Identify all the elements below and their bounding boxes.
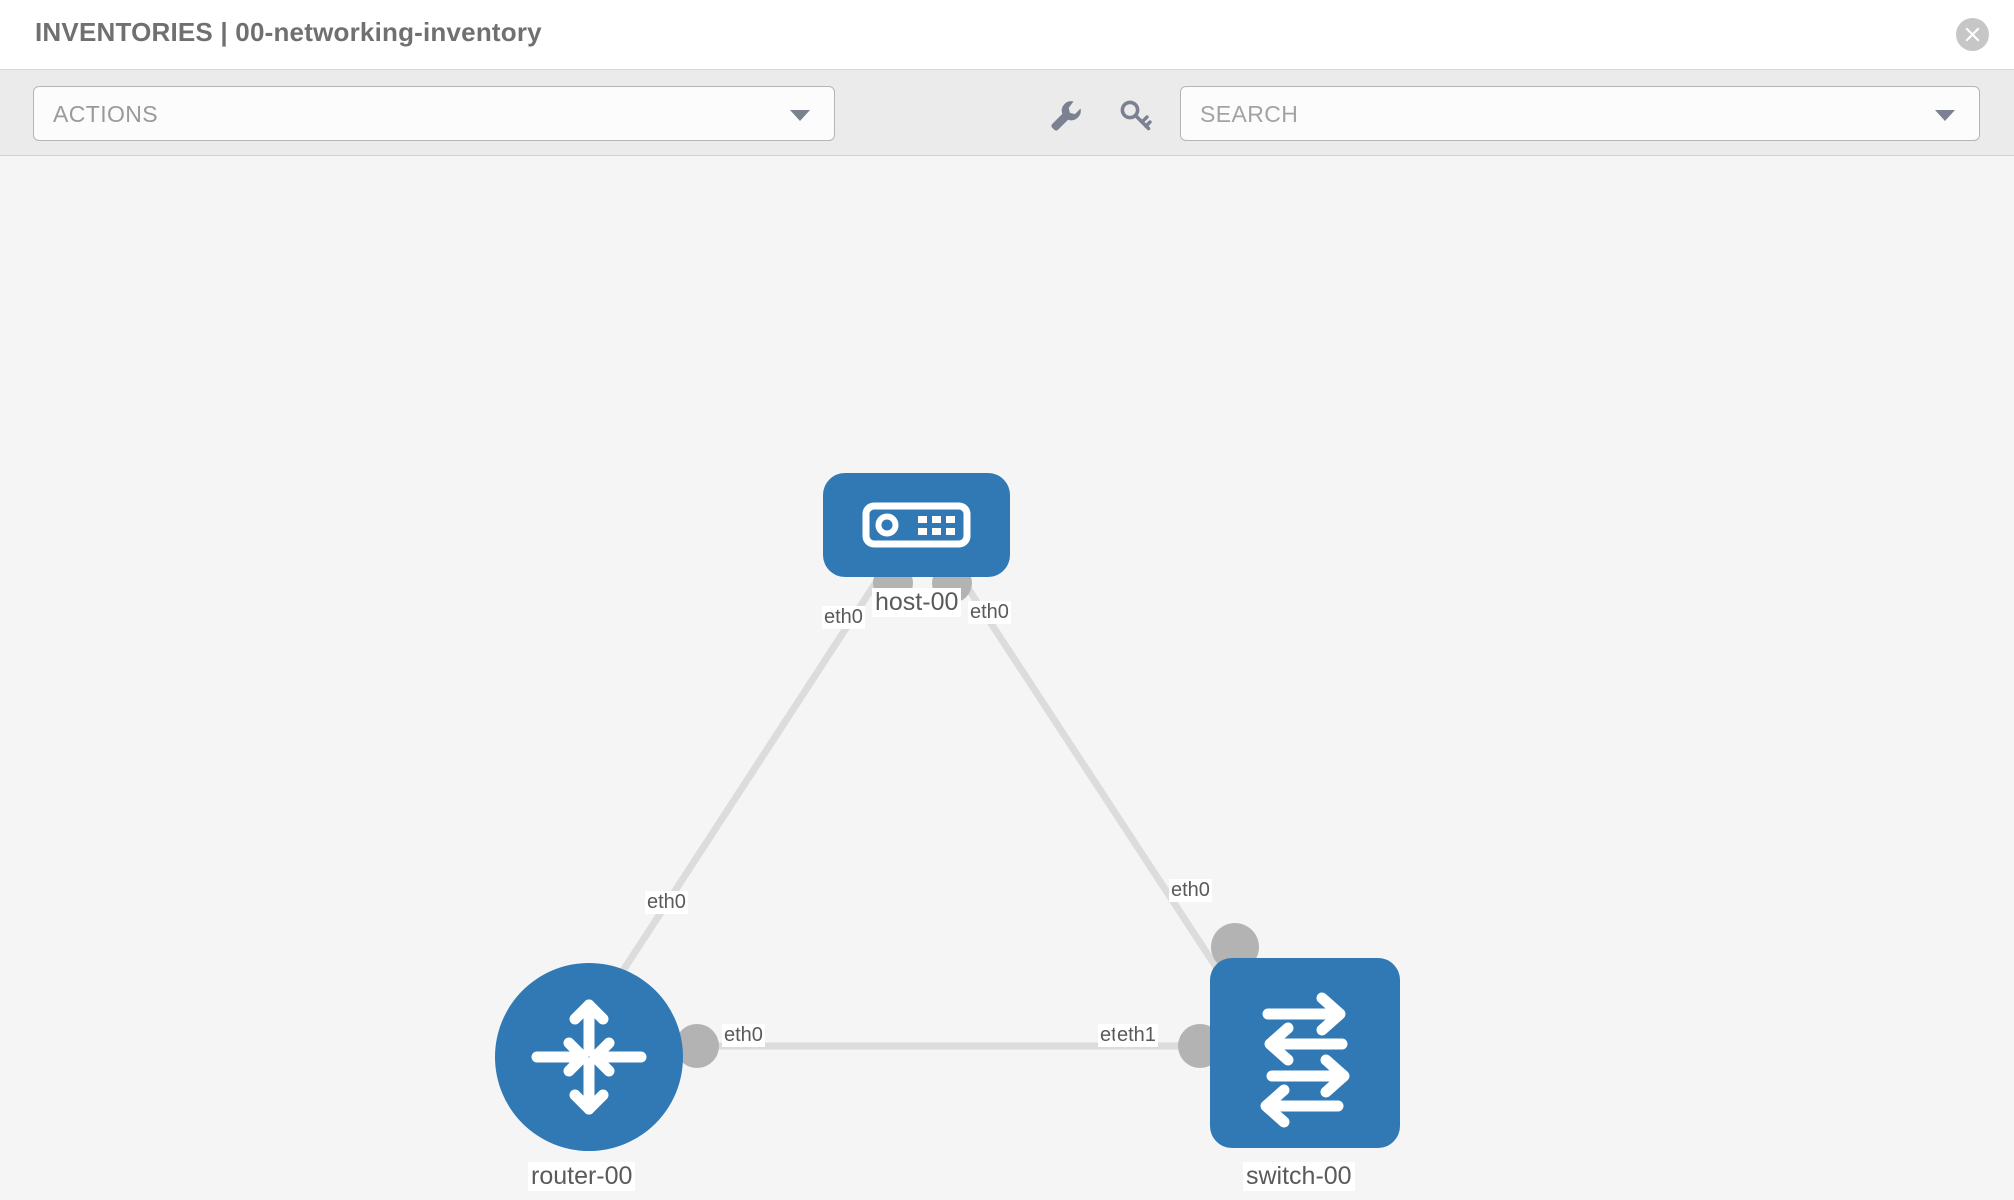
chevron-down-icon[interactable] (1935, 109, 1955, 121)
page-title: INVENTORIES | 00-networking-inventory (35, 17, 542, 47)
server-icon (862, 502, 971, 548)
search-placeholder: SEARCH (1200, 101, 1299, 127)
switch-node-shape[interactable] (1210, 958, 1400, 1148)
node-label-switch-00: switch-00 (1243, 1162, 1355, 1191)
node-label-router-00: router-00 (528, 1162, 636, 1191)
edge-host-switch[interactable] (957, 574, 1238, 998)
node-host-00[interactable] (823, 473, 1010, 577)
wrench-icon[interactable] (1046, 96, 1084, 134)
actions-dropdown-label: ACTIONS (53, 101, 159, 127)
host-node-shape[interactable] (823, 473, 1010, 577)
node-switch-00[interactable] (1210, 958, 1400, 1148)
key-icon[interactable] (1117, 96, 1155, 134)
interface-label-host-left: eth0 (822, 606, 865, 629)
interface-label-router-right: eth0 (722, 1024, 765, 1047)
topology-canvas[interactable]: host-00 router (0, 156, 2014, 1200)
search-input[interactable]: SEARCH (1180, 86, 1980, 141)
edge-host-router[interactable] (597, 574, 883, 1008)
actions-dropdown[interactable]: ACTIONS (33, 86, 835, 141)
node-label-host-00: host-00 (872, 588, 962, 617)
topology-edges (597, 563, 1259, 1068)
interface-label-switch-left-b: eth1 (1115, 1024, 1158, 1047)
node-router-00[interactable] (495, 963, 683, 1151)
interface-label-router-up: eth0 (645, 891, 688, 914)
router-arrows-icon (531, 999, 647, 1115)
chevron-down-icon (790, 109, 810, 121)
toolbar: ACTIONS SEARCH (0, 70, 2014, 156)
interface-label-host-right: eth0 (968, 601, 1011, 624)
switch-arrows-icon (1260, 992, 1350, 1128)
connector-router-right[interactable] (675, 1024, 719, 1068)
close-icon[interactable] (1956, 18, 1989, 51)
page-header: INVENTORIES | 00-networking-inventory (0, 0, 2014, 70)
interface-label-switch-up: eth0 (1169, 879, 1212, 902)
router-node-shape[interactable] (495, 963, 683, 1151)
